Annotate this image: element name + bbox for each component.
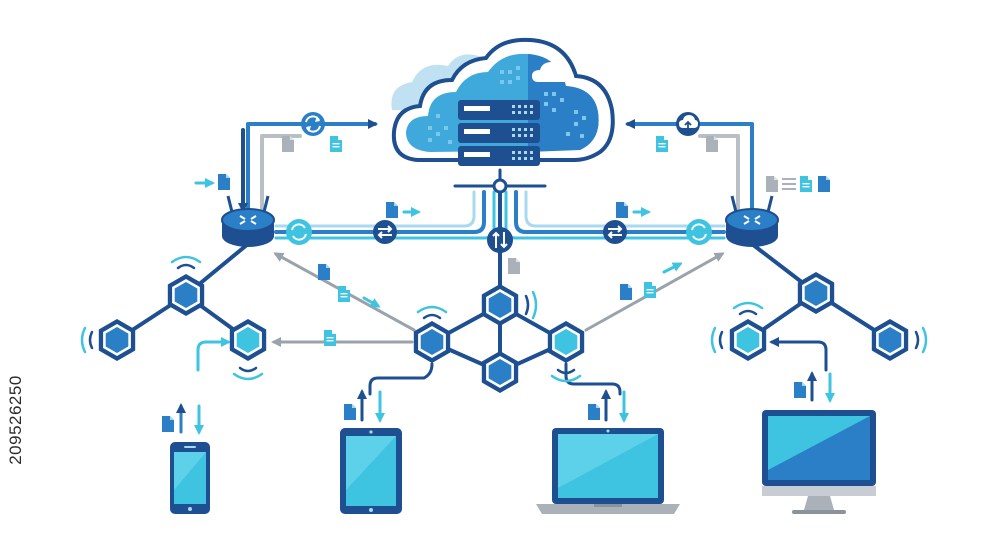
smartphone-icon	[170, 442, 210, 514]
hexagon-node-icon	[547, 321, 585, 363]
sync-icon-top-left	[301, 112, 325, 136]
hexagon-node-icon	[481, 284, 519, 326]
document-icons	[162, 136, 830, 432]
hexagon-node-icon	[167, 274, 205, 316]
sync-icon-right-router	[686, 219, 712, 245]
hexagon-node-icon	[98, 319, 136, 361]
hexagon-node-icon	[229, 319, 267, 361]
swap-arrows-icon-left	[373, 220, 397, 244]
upload-icon-top-right	[676, 112, 700, 136]
server-rack-icon	[458, 100, 540, 166]
city-skyline	[428, 66, 586, 144]
stock-image-id: 209526250	[4, 300, 28, 540]
wifi-signal-icons	[80, 255, 928, 383]
cloud-server	[391, 37, 615, 194]
hexagon-node-icon	[481, 351, 519, 393]
hub-node-icon	[492, 178, 508, 194]
hexagon-node-icon	[413, 321, 451, 363]
stock-image-id-text: 209526250	[6, 375, 25, 465]
swap-arrows-icon-right	[603, 220, 627, 244]
hexagon-node-icon	[871, 319, 909, 361]
hexagon-node-icon	[797, 272, 835, 314]
up-down-arrows-icon	[487, 227, 513, 253]
router-icon-right	[725, 195, 779, 247]
mini-cloud-icon	[532, 62, 574, 82]
desktop-monitor-icon	[762, 410, 876, 514]
tablet-icon	[340, 428, 402, 514]
hexagon-node-icon	[729, 319, 767, 361]
laptop-icon	[536, 428, 680, 514]
sync-icon-left-router	[286, 219, 312, 245]
router-icon-left	[221, 195, 275, 247]
